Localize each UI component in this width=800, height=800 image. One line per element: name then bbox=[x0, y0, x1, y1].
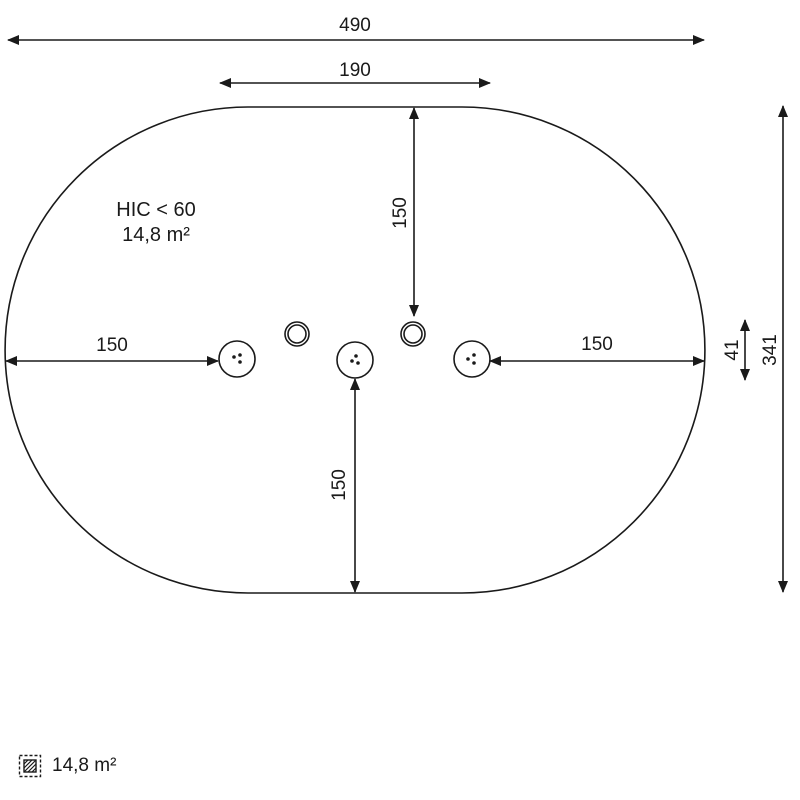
post-offset-label: 41 bbox=[722, 339, 743, 360]
stepping-post-right bbox=[453, 340, 491, 378]
ring-post-right bbox=[400, 321, 426, 347]
bottom-clearance-label: 150 bbox=[329, 469, 350, 501]
stepping-post-center bbox=[336, 341, 374, 379]
legend: 14,8 m² bbox=[18, 752, 116, 780]
left-clearance-label: 150 bbox=[96, 335, 128, 356]
safety-area-outline bbox=[4, 106, 706, 594]
overall-depth-label: 341 bbox=[760, 334, 781, 366]
right-clearance-label: 150 bbox=[581, 334, 613, 355]
overall-width-label: 490 bbox=[339, 15, 371, 36]
hatched-area-icon bbox=[18, 754, 42, 778]
hic-value-label: HIC < 60 bbox=[116, 199, 195, 221]
legend-area-label: 14,8 m² bbox=[52, 755, 117, 776]
top-clearance-label: 150 bbox=[390, 197, 411, 229]
stepping-post-left bbox=[218, 340, 256, 378]
inner-width-label: 190 bbox=[339, 60, 371, 81]
ring-post-left bbox=[284, 321, 310, 347]
area-value-label: 14,8 m² bbox=[122, 224, 190, 246]
